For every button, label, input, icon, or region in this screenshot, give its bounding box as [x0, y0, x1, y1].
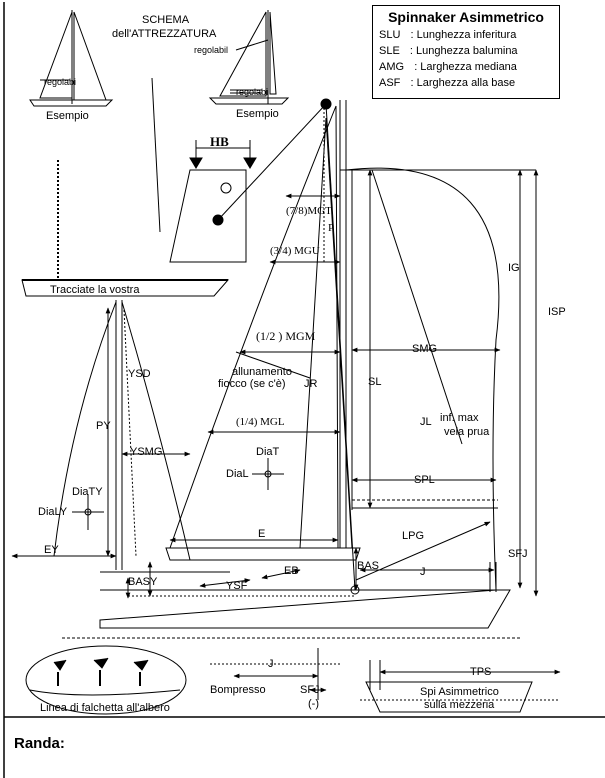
mezzeria-label: sulla mezzeria — [424, 699, 495, 711]
smg-label: SMG — [412, 343, 438, 355]
main-hull — [62, 589, 520, 639]
legend-code: ASF — [379, 77, 401, 89]
legend-desc: : Lunghezza inferitura — [410, 29, 517, 41]
schema-title-2: dell'ATTREZZATURA — [112, 28, 217, 40]
diat-label: DiaT — [256, 446, 280, 458]
infmax-label-2: vela prua — [444, 426, 490, 438]
esempio-right-label: Esempio — [236, 108, 279, 120]
esempio-right-regolabi: regolabi — [236, 87, 269, 97]
p-label: P — [328, 222, 335, 234]
legend-row-amg: AMG : Larghezza mediana — [379, 59, 553, 75]
legend-row-sle: SLE : Lunghezza balumina — [379, 43, 553, 59]
legend-box: Spinnaker Asimmetrico SLU : Lunghezza in… — [372, 5, 560, 99]
legend-row-slu: SLU : Lunghezza inferitura — [379, 27, 553, 43]
hb-label: HB — [210, 134, 229, 149]
py-label: PY — [96, 420, 111, 432]
boom — [165, 547, 361, 561]
legend-code: AMG — [379, 61, 405, 73]
spinnaker — [340, 167, 539, 597]
dial-label: DiaL — [226, 468, 249, 480]
tps-detail — [360, 660, 561, 713]
mgm-label: (1/2 ) MGM — [256, 329, 316, 343]
bompresso-sfj-label: SFJ — [300, 684, 320, 696]
legend-title: Spinnaker Asimmetrico — [388, 9, 544, 25]
trace-label: Tracciate la vostra — [50, 284, 140, 296]
infmax-label-1: inf. max — [440, 412, 479, 424]
spl-label: SPL — [414, 474, 435, 486]
legend-desc: : Larghezza mediana — [414, 61, 517, 73]
bompresso-label: Bompresso — [210, 684, 266, 696]
spi-asimmetrico-label: Spi Asimmetrico — [420, 686, 499, 698]
falchetta-label: Linea di falchetta all'albero — [40, 702, 170, 714]
section-heading: Randa: — [14, 735, 65, 752]
main-mast — [325, 100, 360, 595]
diaty-label: DiaTY — [72, 486, 103, 498]
legend-code: SLE — [379, 45, 400, 57]
ey-label: EY — [44, 544, 59, 556]
fiocco-label: fiocco (se c'è) — [218, 378, 286, 390]
jib — [299, 117, 353, 549]
eb-label: EB — [284, 565, 299, 577]
mgu-label: (3/4) MGU — [270, 245, 320, 257]
ysf-label: YSF — [226, 580, 248, 592]
sfj-label: SFJ — [508, 548, 528, 560]
hb-indicator — [169, 98, 332, 263]
bas-label: BAS — [357, 560, 380, 572]
mizzen-rig — [11, 300, 356, 599]
legend-desc: : Lunghezza balumina — [409, 45, 518, 57]
e-label: E — [258, 528, 266, 540]
dia-cross — [252, 458, 284, 490]
legend-desc: : Larghezza alla base — [410, 77, 516, 89]
ig-label: IG — [508, 262, 520, 274]
bompresso-detail — [210, 648, 340, 700]
sl-label: SL — [368, 376, 382, 388]
basy-label: BASY — [128, 576, 158, 588]
falchetta-detail — [25, 645, 187, 715]
legend-row-asf: ASF : Larghezza alla base — [379, 75, 553, 91]
ysd-label: YSD — [128, 368, 151, 380]
dialy-label: DiaLY — [38, 506, 68, 518]
mgl-label: (1/4) MGL — [236, 416, 285, 428]
allunamento-label: allunamento — [232, 366, 292, 378]
jl-label: JL — [420, 416, 432, 428]
esempio-right-regolabil: regolabil — [194, 45, 229, 55]
legend-code: SLU — [379, 29, 401, 41]
jr-label: JR — [304, 378, 318, 390]
bompresso-j-label: J — [268, 658, 274, 670]
ysmg-label: YSMG — [130, 446, 163, 458]
esempio-left-label: Esempio — [46, 110, 89, 122]
j-label: J — [420, 566, 426, 578]
isp-label: ISP — [548, 306, 566, 318]
mainsail — [169, 105, 339, 549]
trace-boat — [21, 160, 230, 297]
lpg-label: LPG — [402, 530, 425, 542]
mgt-label: (7/8)MGT — [286, 205, 332, 217]
bompresso-sfj-sign: (-) — [308, 698, 319, 710]
esempio-right-sail — [208, 10, 290, 105]
schema-title-1: SCHEMA — [142, 14, 190, 26]
esempio-left-sail — [29, 10, 114, 107]
tps-label: TPS — [470, 666, 492, 678]
esempio-left-regolabi: regolabi — [44, 77, 77, 87]
